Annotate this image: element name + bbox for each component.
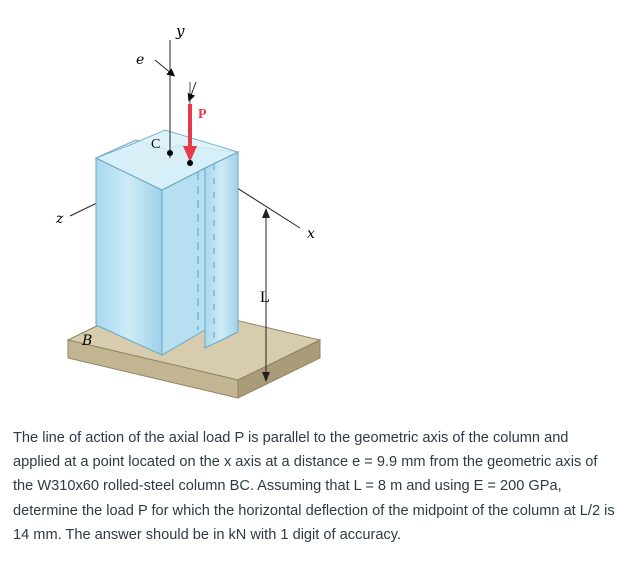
length-dimension xyxy=(262,208,270,382)
w-shape-column xyxy=(94,129,240,356)
label-c: C xyxy=(151,137,160,152)
label-p: P xyxy=(198,107,207,122)
load-point xyxy=(187,160,193,166)
e-dimension xyxy=(154,59,176,77)
e-dimension-right xyxy=(187,81,197,102)
problem-statement: The line of action of the axial load P i… xyxy=(13,430,615,543)
label-y: y xyxy=(175,22,185,40)
load-arrow xyxy=(183,104,197,162)
label-l: L xyxy=(260,289,270,306)
label-b: B xyxy=(81,333,92,349)
label-z: z xyxy=(55,211,64,227)
column-diagram: y e P C z x L B xyxy=(55,22,322,399)
point-c xyxy=(167,150,173,156)
label-e: e xyxy=(136,52,144,68)
label-x: x xyxy=(307,226,315,242)
